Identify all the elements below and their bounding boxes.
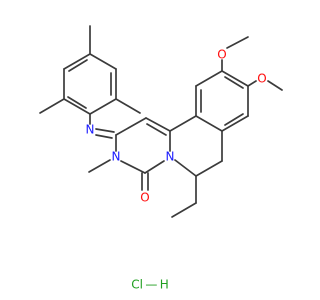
- methyl-bond: [88, 159, 111, 173]
- bond: [195, 70, 223, 87]
- atom-oxygen-methoxy-right: O: [257, 72, 266, 86]
- dimethoxy-ring: [195, 36, 283, 132]
- bond: [63, 53, 91, 70]
- bond-double: [146, 123, 167, 136]
- atom-nitrogen-imine: N: [86, 123, 95, 137]
- atom-nitrogen-ring: N: [112, 150, 121, 164]
- bond-double: [224, 113, 244, 126]
- bond-double: [95, 134, 113, 139]
- methoxy-bond: [247, 80, 257, 87]
- bond: [120, 160, 146, 174]
- bond: [145, 117, 171, 132]
- bond: [95, 128, 115, 133]
- methyl-bond: [115, 98, 141, 114]
- bond: [221, 115, 249, 132]
- bond: [221, 70, 249, 87]
- fused-ring: [169, 115, 223, 218]
- ethyl-bond: [171, 202, 197, 218]
- structure-canvas: N N N O O O Cl — H: [39, 25, 283, 292]
- bond: [89, 53, 117, 70]
- bond-double: [67, 96, 87, 109]
- bond: [174, 159, 197, 177]
- atom-labels: N N N O O O: [86, 48, 267, 205]
- bond: [195, 160, 223, 177]
- bond-double: [224, 76, 244, 89]
- atom-oxygen-carbonyl: O: [140, 191, 149, 205]
- bond: [115, 117, 147, 136]
- bond: [169, 115, 197, 132]
- pyrimidinone-ring: [88, 113, 171, 191]
- methoxy-bond: [267, 80, 283, 91]
- mesityl-ring: [39, 25, 141, 115]
- atom-oxygen-methoxy-top: O: [217, 48, 226, 62]
- bond: [195, 115, 223, 132]
- atom-nitrogen-fused: N: [166, 150, 175, 164]
- bond-double: [68, 59, 88, 72]
- methyl-bond: [39, 98, 65, 114]
- bond: [144, 160, 165, 174]
- methoxy-bond: [226, 36, 249, 49]
- bond: [63, 98, 91, 115]
- bond: [89, 98, 117, 115]
- molecule-diagram: N N N O O O Cl — H: [39, 25, 283, 292]
- salt-label: Cl — H: [131, 278, 169, 292]
